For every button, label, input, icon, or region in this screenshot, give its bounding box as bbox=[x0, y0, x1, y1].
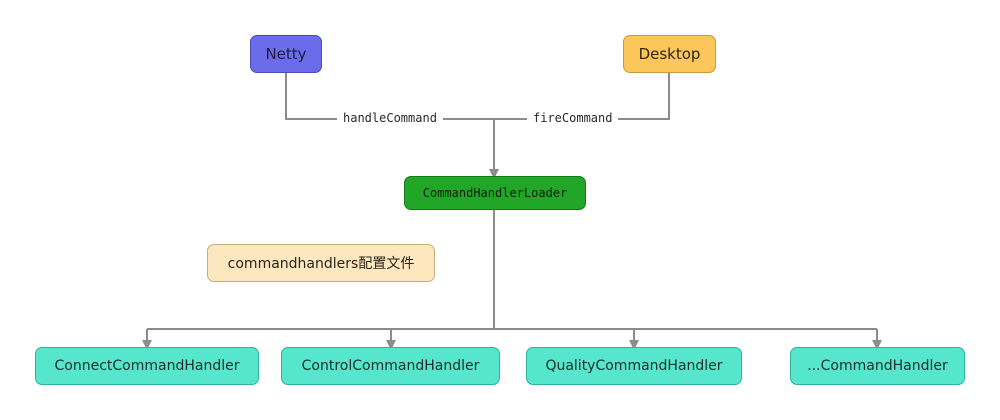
node-control-command-handler[interactable]: ControlCommandHandler bbox=[281, 347, 500, 385]
node-generic-command-handler[interactable]: ...CommandHandler bbox=[790, 347, 965, 385]
node-config-file[interactable]: commandhandlers配置文件 bbox=[207, 244, 435, 282]
node-connect-command-handler[interactable]: ConnectCommandHandler bbox=[35, 347, 259, 385]
edge-label-fire-command: fireCommand bbox=[527, 109, 619, 127]
node-desktop[interactable]: Desktop bbox=[623, 35, 716, 73]
node-quality-command-handler[interactable]: QualityCommandHandler bbox=[526, 347, 742, 385]
edge-label-handle-command: handleCommand bbox=[337, 109, 443, 127]
node-command-handler-loader[interactable]: CommandHandlerLoader bbox=[404, 176, 586, 210]
node-netty[interactable]: Netty bbox=[250, 35, 322, 73]
